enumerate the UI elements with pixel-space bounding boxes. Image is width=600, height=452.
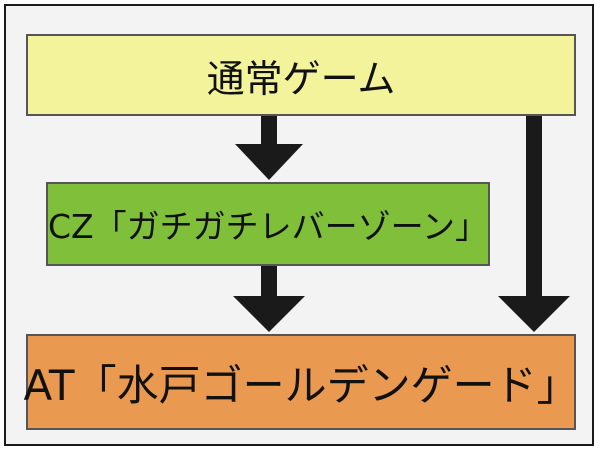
node-normal-game-label: 通常ゲーム (206, 56, 396, 101)
node-cz: CZ「ガチガチレバーゾーン」 (46, 182, 490, 266)
node-at-label: AT「水戸ゴールデンゲード」 (23, 360, 579, 410)
arrow-normal-to-at (498, 116, 570, 332)
arrow-cz-to-at (233, 266, 305, 332)
node-normal-game: 通常ゲーム (26, 34, 576, 116)
arrow-normal-to-cz (235, 116, 303, 180)
node-cz-label: CZ「ガチガチレバーゾーン」 (48, 207, 488, 246)
node-at: AT「水戸ゴールデンゲード」 (23, 334, 579, 430)
